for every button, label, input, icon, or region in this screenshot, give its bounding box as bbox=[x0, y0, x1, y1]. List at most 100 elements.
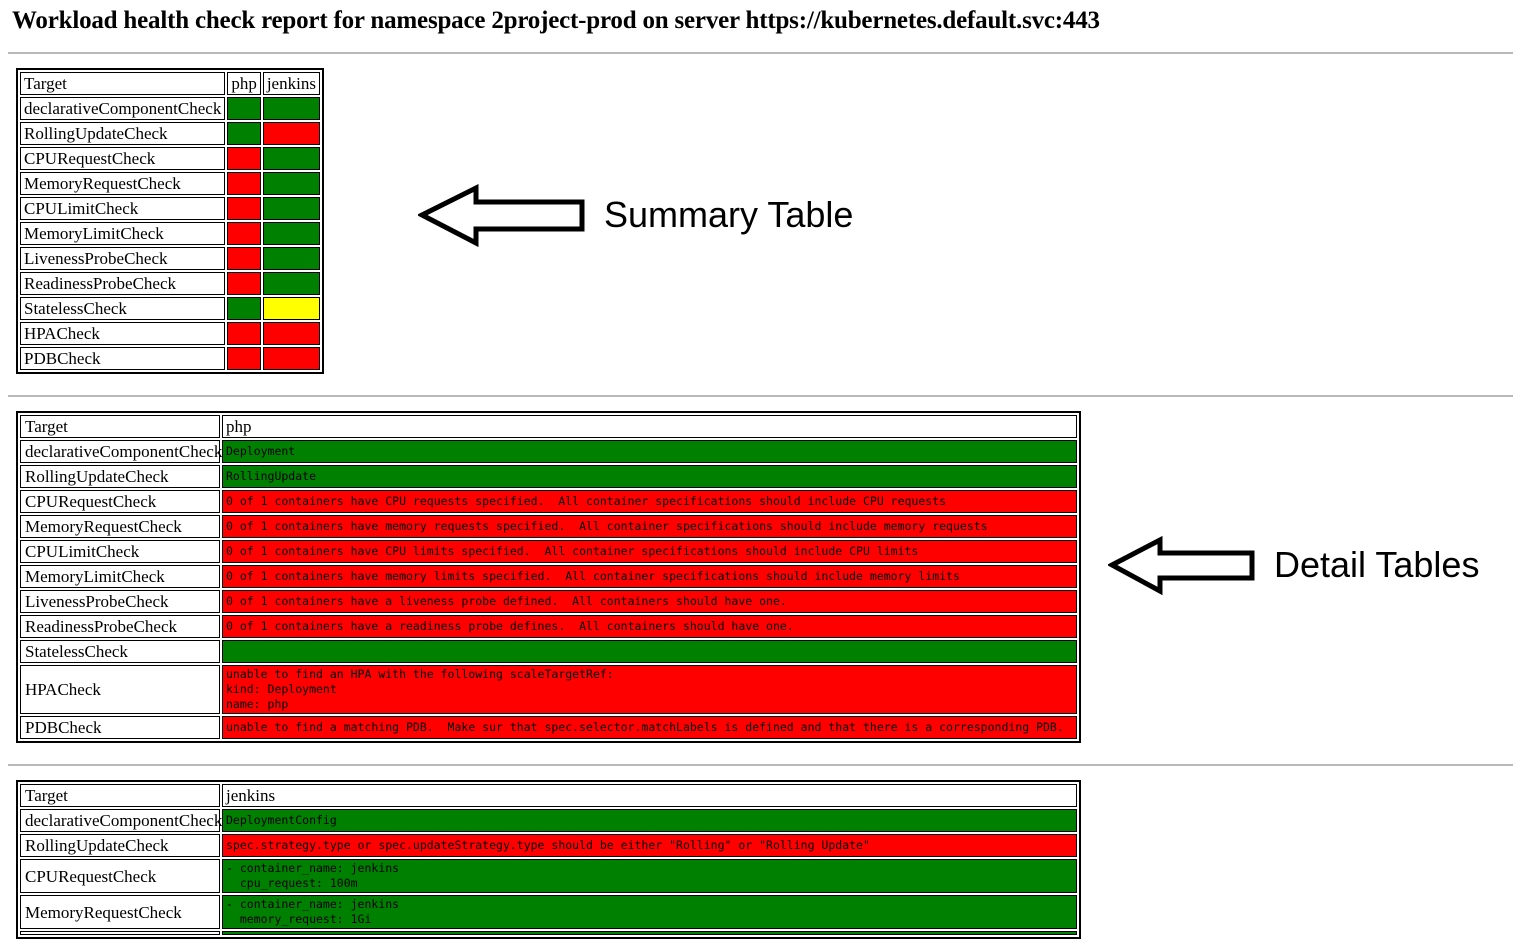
table-row: LivenessProbeCheck bbox=[20, 247, 320, 270]
status-badge bbox=[262, 347, 320, 370]
status-badge bbox=[262, 272, 320, 295]
status-badge bbox=[262, 247, 320, 270]
status-badge bbox=[227, 97, 261, 120]
table-row: RollingUpdateCheck bbox=[20, 122, 320, 145]
status-badge bbox=[262, 172, 320, 195]
detail-row-label: CPURequestCheck bbox=[20, 859, 220, 893]
summary-row-label: HPACheck bbox=[20, 322, 226, 345]
detail-row-message bbox=[222, 640, 1077, 663]
table-row: HPACheck bbox=[20, 322, 320, 345]
detail-col-target: Target bbox=[20, 784, 220, 807]
table-row: CPURequestCheck- container_name: jenkins… bbox=[20, 859, 1077, 893]
detail-row-message: 0 of 1 containers have CPU requests spec… bbox=[222, 490, 1077, 513]
left-arrow-icon bbox=[418, 183, 585, 248]
summary-row-label: PDBCheck bbox=[20, 347, 226, 370]
table-row: StatelessCheck bbox=[20, 297, 320, 320]
table-row: declarativeComponentCheck bbox=[20, 97, 320, 120]
divider-detail bbox=[8, 764, 1513, 766]
status-badge bbox=[227, 197, 261, 220]
status-badge bbox=[227, 247, 261, 270]
status-badge bbox=[227, 147, 261, 170]
detail-row-message: - container_name: jenkins cpu_request: 1… bbox=[222, 859, 1077, 893]
table-row: MemoryRequestCheck bbox=[20, 172, 320, 195]
table-row: ReadinessProbeCheck bbox=[20, 272, 320, 295]
summary-col-php: php bbox=[227, 72, 261, 95]
table-row: MemoryLimitCheck bbox=[20, 222, 320, 245]
detail-row-label: MemoryRequestCheck bbox=[20, 895, 220, 929]
status-badge bbox=[227, 297, 261, 320]
detail-col-target: Target bbox=[20, 415, 220, 438]
summary-row-label: declarativeComponentCheck bbox=[20, 97, 226, 120]
status-badge bbox=[262, 297, 320, 320]
detail-row-label: declarativeComponentCheck bbox=[20, 809, 222, 832]
detail-row-message: 0 of 1 containers have a readiness probe… bbox=[222, 615, 1077, 638]
detail-row-message: unable to find an HPA with the following… bbox=[222, 665, 1077, 714]
detail-row-label: CPULimitCheck bbox=[20, 540, 220, 563]
status-badge bbox=[262, 97, 320, 120]
summary-row-label: ReadinessProbeCheck bbox=[20, 272, 226, 295]
table-row: PDBCheck bbox=[20, 347, 320, 370]
summary-row-label: MemoryRequestCheck bbox=[20, 172, 226, 195]
summary-header-row: Target php jenkins bbox=[20, 72, 320, 95]
annotation-summary-label: Summary Table bbox=[604, 194, 854, 235]
left-arrow-icon bbox=[1108, 535, 1255, 596]
status-badge bbox=[227, 272, 261, 295]
detail-row-message: unable to find a matching PDB. Make sur … bbox=[222, 716, 1077, 739]
table-row: CPULimitCheck bbox=[20, 197, 320, 220]
table-row: MemoryRequestCheck- container_name: jenk… bbox=[20, 895, 1077, 929]
detail-row-label: StatelessCheck bbox=[20, 640, 220, 663]
detail-col-workload: jenkins bbox=[222, 784, 1077, 807]
status-badge bbox=[227, 322, 261, 345]
table-row: StatelessCheck bbox=[20, 640, 1077, 663]
status-badge bbox=[262, 122, 320, 145]
detail-row-label: MemoryLimitCheck bbox=[20, 565, 220, 588]
summary-table-container: Target php jenkins declarativeComponentC… bbox=[16, 68, 324, 374]
annotation-detail-label: Detail Tables bbox=[1274, 544, 1480, 585]
detail-row-label bbox=[20, 931, 220, 935]
detail-row-label: HPACheck bbox=[20, 665, 220, 714]
detail-row-message: spec.strategy.type or spec.updateStrateg… bbox=[222, 834, 1077, 857]
summary-row-label: StatelessCheck bbox=[20, 297, 226, 320]
detail-col-workload: php bbox=[222, 415, 1077, 438]
annotation-detail-tables: Detail Tables bbox=[1108, 534, 1479, 596]
detail-row-message: RollingUpdate bbox=[222, 465, 1077, 488]
detail-row-message: 0 of 1 containers have memory requests s… bbox=[222, 515, 1077, 538]
status-badge bbox=[262, 222, 320, 245]
detail-row-message: Deployment bbox=[222, 440, 1077, 463]
summary-table: Target php jenkins declarativeComponentC… bbox=[16, 68, 324, 374]
summary-col-target: Target bbox=[20, 72, 226, 95]
summary-col-jenkins: jenkins bbox=[262, 72, 320, 95]
table-row bbox=[20, 931, 1077, 935]
detail-row-label: PDBCheck bbox=[20, 716, 220, 739]
detail-row-label: LivenessProbeCheck bbox=[20, 590, 220, 613]
summary-row-label: MemoryLimitCheck bbox=[20, 222, 226, 245]
detail-row-label: RollingUpdateCheck bbox=[20, 465, 220, 488]
detail-row-message: - container_name: jenkins memory_request… bbox=[222, 895, 1077, 929]
detail-row-message bbox=[222, 931, 1077, 935]
detail-row-label: CPURequestCheck bbox=[20, 490, 220, 513]
summary-row-label: RollingUpdateCheck bbox=[20, 122, 226, 145]
report-page: Workload health check report for namespa… bbox=[0, 6, 1521, 939]
detail-row-label: declarativeComponentCheck bbox=[20, 440, 222, 463]
detail-row-label: ReadinessProbeCheck bbox=[20, 615, 220, 638]
status-badge bbox=[227, 347, 261, 370]
summary-row-label: CPULimitCheck bbox=[20, 197, 226, 220]
annotation-summary-table: Summary Table bbox=[418, 182, 853, 248]
status-badge bbox=[262, 147, 320, 170]
